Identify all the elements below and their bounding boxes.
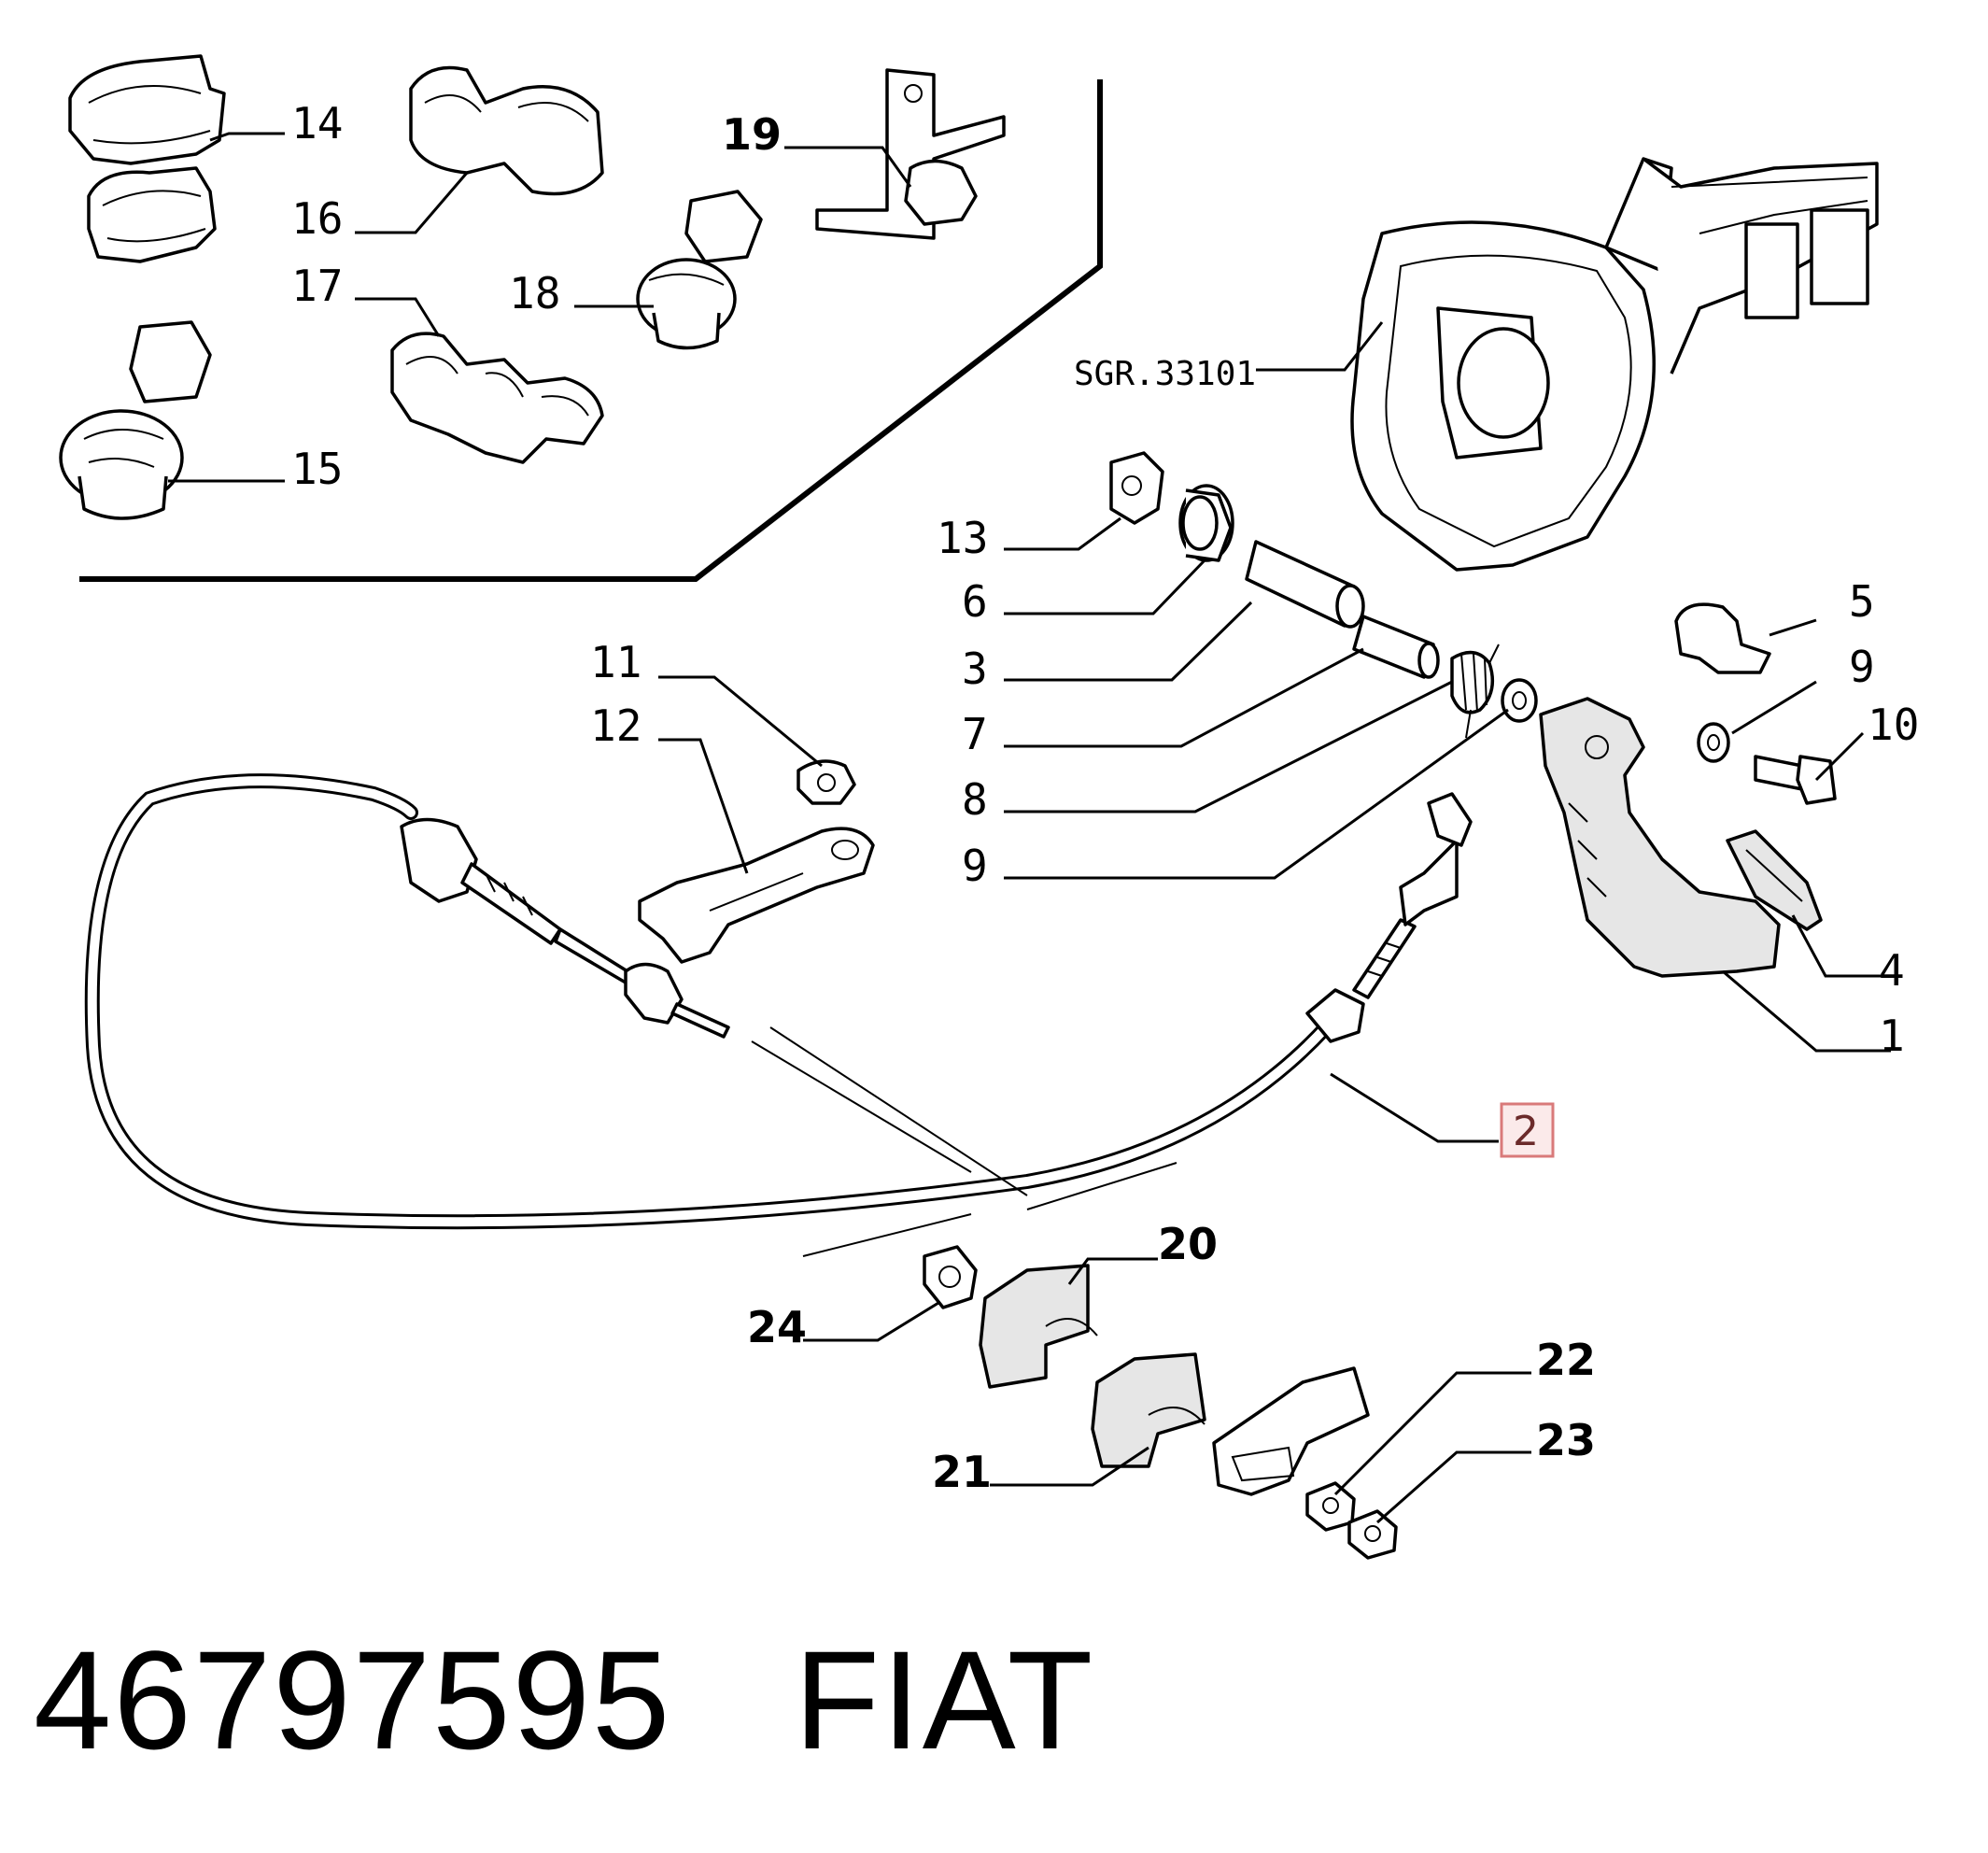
part-21-block: [1091, 1352, 1206, 1468]
part-16-double-clip: [409, 65, 604, 196]
label-11: 11: [590, 637, 642, 687]
label-3: 3: [962, 644, 988, 694]
part-24-nut: [923, 1245, 978, 1309]
part-23-nut: [1347, 1509, 1398, 1560]
svg-text:2: 2: [1513, 1108, 1539, 1155]
label-14: 14: [291, 98, 343, 149]
inset-frame: [79, 79, 1103, 582]
part-10-bolt: [1754, 755, 1837, 805]
part-15-grommet: [59, 320, 212, 520]
label-2-highlight[interactable]: 2: [1500, 1102, 1555, 1158]
label-15: 15: [291, 444, 343, 494]
part-20-block: [979, 1264, 1098, 1389]
part-17-multi-clip: [390, 332, 604, 464]
label-17: 17: [291, 261, 343, 311]
part-8-spring: [1450, 644, 1500, 739]
label-21: 21: [932, 1447, 992, 1497]
label-9-b: 9: [1849, 642, 1875, 692]
label-7: 7: [962, 709, 988, 759]
part-9-washer-b: [1697, 722, 1730, 763]
label-24: 24: [747, 1302, 807, 1352]
part-5-clip: [1674, 602, 1771, 674]
label-1: 1: [1879, 1011, 1905, 1061]
label-6: 6: [962, 576, 988, 627]
part-9-washer-a: [1501, 678, 1538, 723]
label-19: 19: [722, 109, 782, 160]
footer-caption: 46797595 FIAT: [34, 1630, 1094, 1770]
label-22: 22: [1536, 1335, 1596, 1385]
part-22-nut: [1305, 1481, 1356, 1532]
label-4: 4: [1879, 945, 1905, 996]
label-20: 20: [1158, 1219, 1218, 1269]
part-6-bush: [1178, 484, 1234, 562]
label-16: 16: [291, 193, 343, 244]
part-4-pedal-pad: [1726, 829, 1823, 931]
part-19-bracket: [815, 68, 1006, 240]
leader-lines: [168, 132, 1891, 1524]
label-5: 5: [1849, 576, 1875, 627]
part-12-lever: [638, 827, 875, 964]
part-clip-plate: [1212, 1366, 1370, 1496]
part-2-clutch-cable: [84, 773, 1473, 1257]
part-1-clutch-pedal: [1539, 697, 1781, 978]
label-8: 8: [962, 774, 988, 825]
part-14-strap-clamp: [68, 54, 226, 263]
label-12: 12: [590, 700, 642, 751]
label-10: 10: [1868, 700, 1919, 750]
label-sgr: SGR.33101: [1074, 355, 1256, 393]
part-3-sleeve: [1245, 540, 1365, 629]
label-23: 23: [1536, 1415, 1596, 1465]
label-13: 13: [937, 513, 988, 563]
label-18: 18: [509, 268, 560, 318]
part-11-circlip: [797, 759, 856, 805]
part-number: 46797595: [34, 1621, 672, 1778]
bulkhead-assembly: [1350, 157, 1879, 572]
part-7-sleeve: [1352, 615, 1440, 679]
label-9-c: 9: [962, 841, 988, 891]
part-13-retainer: [1109, 451, 1164, 525]
part-18-grommet: [636, 190, 763, 350]
brand-name: FIAT: [794, 1621, 1095, 1778]
